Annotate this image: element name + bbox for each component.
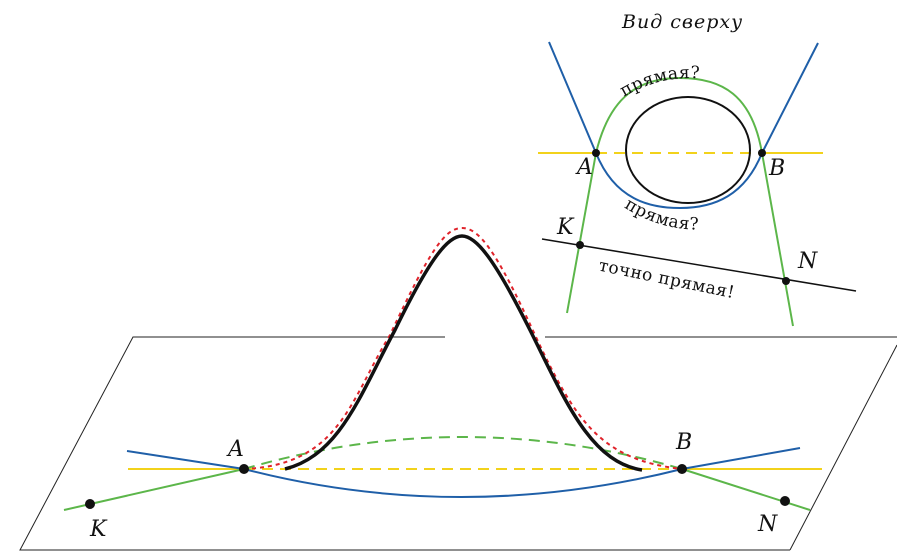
green-curve-dashed [243,436,683,470]
inset-label-K: K [556,215,575,240]
inset-label-N: N [797,249,818,274]
red-dotted-bump [243,226,683,470]
label-K: K [89,517,108,542]
point-N [780,496,790,506]
inset-blue-curve [548,41,819,210]
label-A: A [226,437,244,462]
point-K [85,499,95,509]
inset-point-K [576,241,584,249]
label-N: N [757,512,778,537]
inset-green-loop [566,76,794,327]
black-bump-curve [284,234,643,472]
inset-straight-line [541,238,857,292]
plane-edge-right [789,344,897,551]
inset-point-B [758,149,766,157]
inset-point-A [592,149,600,157]
green-line-right [681,468,811,511]
point-B [677,464,687,474]
top-view-inset: Вид сверху A B K N прямая? прямая? точно… [538,11,857,327]
main-scene: A B K N [19,226,897,551]
inset-bump-ellipse [625,96,751,204]
inset-label-straight: точно прямая! [597,256,737,303]
inset-point-N [782,277,790,285]
inset-label-B: B [768,156,785,181]
point-A [239,464,249,474]
label-B: B [675,430,692,455]
inset-label-upper: прямая? [617,63,701,101]
inset-label-A: A [575,155,593,180]
plane-outline [19,336,790,551]
inset-label-lower: прямая? [621,194,699,234]
top-view-title: Вид сверху [621,11,743,33]
blue-curve [126,447,801,498]
